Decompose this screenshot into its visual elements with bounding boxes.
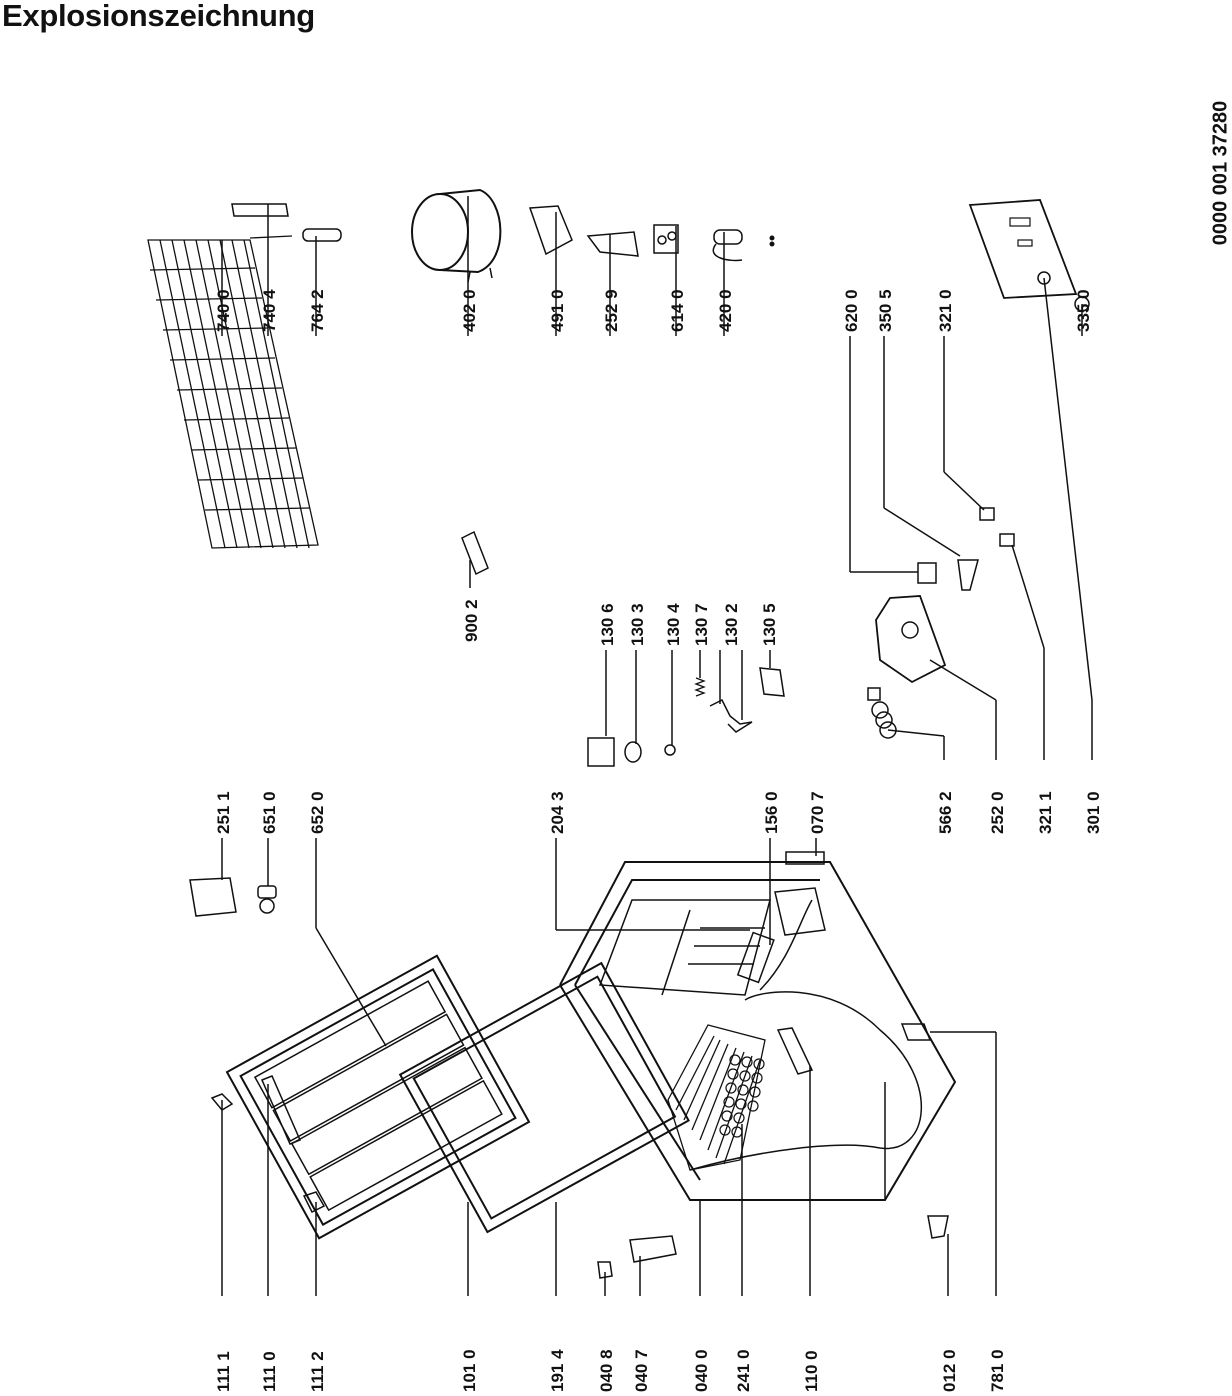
- part-label: 614 0: [668, 289, 687, 332]
- page-title: Explosionszeichnung: [2, 0, 315, 33]
- part-420: [712, 229, 743, 262]
- part-label: 111 1: [214, 1351, 233, 1392]
- part-label: 204 3: [548, 791, 567, 834]
- part-label: 130 2: [722, 603, 741, 646]
- part-label: 651 0: [260, 791, 279, 834]
- gasket-part: [398, 961, 690, 1234]
- part-label: 111 0: [260, 1351, 279, 1392]
- part-251-1: [189, 877, 237, 917]
- part-350: [957, 559, 979, 591]
- part-label: 764 2: [308, 289, 327, 332]
- part-label: 241 0: [734, 1349, 753, 1392]
- part-651-0: [257, 885, 277, 914]
- part-label: 040 0: [692, 1349, 711, 1392]
- lid-part: [225, 954, 531, 1240]
- part-label: 301 0: [1084, 791, 1103, 834]
- part-label: 130 5: [760, 603, 779, 646]
- basket-part: [667, 1024, 766, 1171]
- control-panel-part: [968, 199, 1078, 299]
- part-label: 491 0: [548, 289, 567, 332]
- compressor-part: [411, 188, 502, 283]
- part-130-6: [587, 737, 615, 767]
- part-label: 040 8: [597, 1349, 616, 1392]
- part-label: 420 0: [716, 289, 735, 332]
- part-label: 321 0: [936, 289, 955, 332]
- basket-grid: [719, 1054, 765, 1138]
- part-label: 070 7: [808, 791, 827, 834]
- part-label: 350 5: [876, 289, 895, 332]
- part-040-8: [597, 1261, 613, 1279]
- thermostat-part: [867, 687, 897, 739]
- indicator-lamp: [999, 533, 1015, 547]
- condenser-part: [147, 235, 319, 549]
- part-label: 652 0: [308, 791, 327, 834]
- part-label: 111 2: [308, 1351, 327, 1392]
- part-label: 191 4: [548, 1349, 567, 1392]
- part-label: 101 0: [460, 1349, 479, 1392]
- part-label: 620 0: [842, 289, 861, 332]
- part-label: 335 0: [1074, 289, 1093, 332]
- part-130-7: [694, 677, 706, 697]
- part-label: 740 4: [260, 289, 279, 332]
- part-label: 130 4: [664, 603, 683, 646]
- indicator-lamp: [979, 507, 995, 521]
- part-491: [528, 205, 573, 256]
- part-900: [461, 530, 489, 576]
- part-111-2: [302, 1191, 326, 1214]
- part-label: 566 2: [936, 791, 955, 834]
- part-614: [653, 224, 679, 254]
- part-label: 252 9: [602, 289, 621, 332]
- part-label: 321 1: [1036, 791, 1055, 834]
- bracket-part: [231, 203, 289, 217]
- part-040-7: [629, 1235, 677, 1263]
- part-label: 740 0: [214, 289, 233, 332]
- part-130-5: [759, 667, 785, 697]
- part-130-2: [709, 698, 753, 733]
- part-label: 156 0: [762, 791, 781, 834]
- drier-part: [302, 228, 342, 242]
- part-111-1: [210, 1093, 234, 1111]
- part-label: 012 0: [940, 1349, 959, 1392]
- part-label: 900 2: [462, 599, 481, 642]
- part-label: 402 0: [460, 289, 479, 332]
- part-label: 130 3: [628, 603, 647, 646]
- part-130-4: [664, 744, 676, 756]
- part-620: [917, 562, 937, 584]
- part-130-3: [624, 741, 642, 763]
- part-012-0: [927, 1215, 949, 1239]
- part-label: 130 7: [692, 603, 711, 646]
- part-111-0: [261, 1075, 301, 1145]
- part-label: 781 0: [988, 1349, 1007, 1392]
- part-label: 252 0: [988, 791, 1007, 834]
- housing-part: [875, 595, 947, 684]
- part-label: 110 0: [802, 1350, 821, 1392]
- part-252-9: [586, 231, 639, 257]
- part-label: 251 1: [214, 791, 233, 834]
- part-label: 130 6: [598, 603, 617, 646]
- part-label: 040 7: [632, 1349, 651, 1392]
